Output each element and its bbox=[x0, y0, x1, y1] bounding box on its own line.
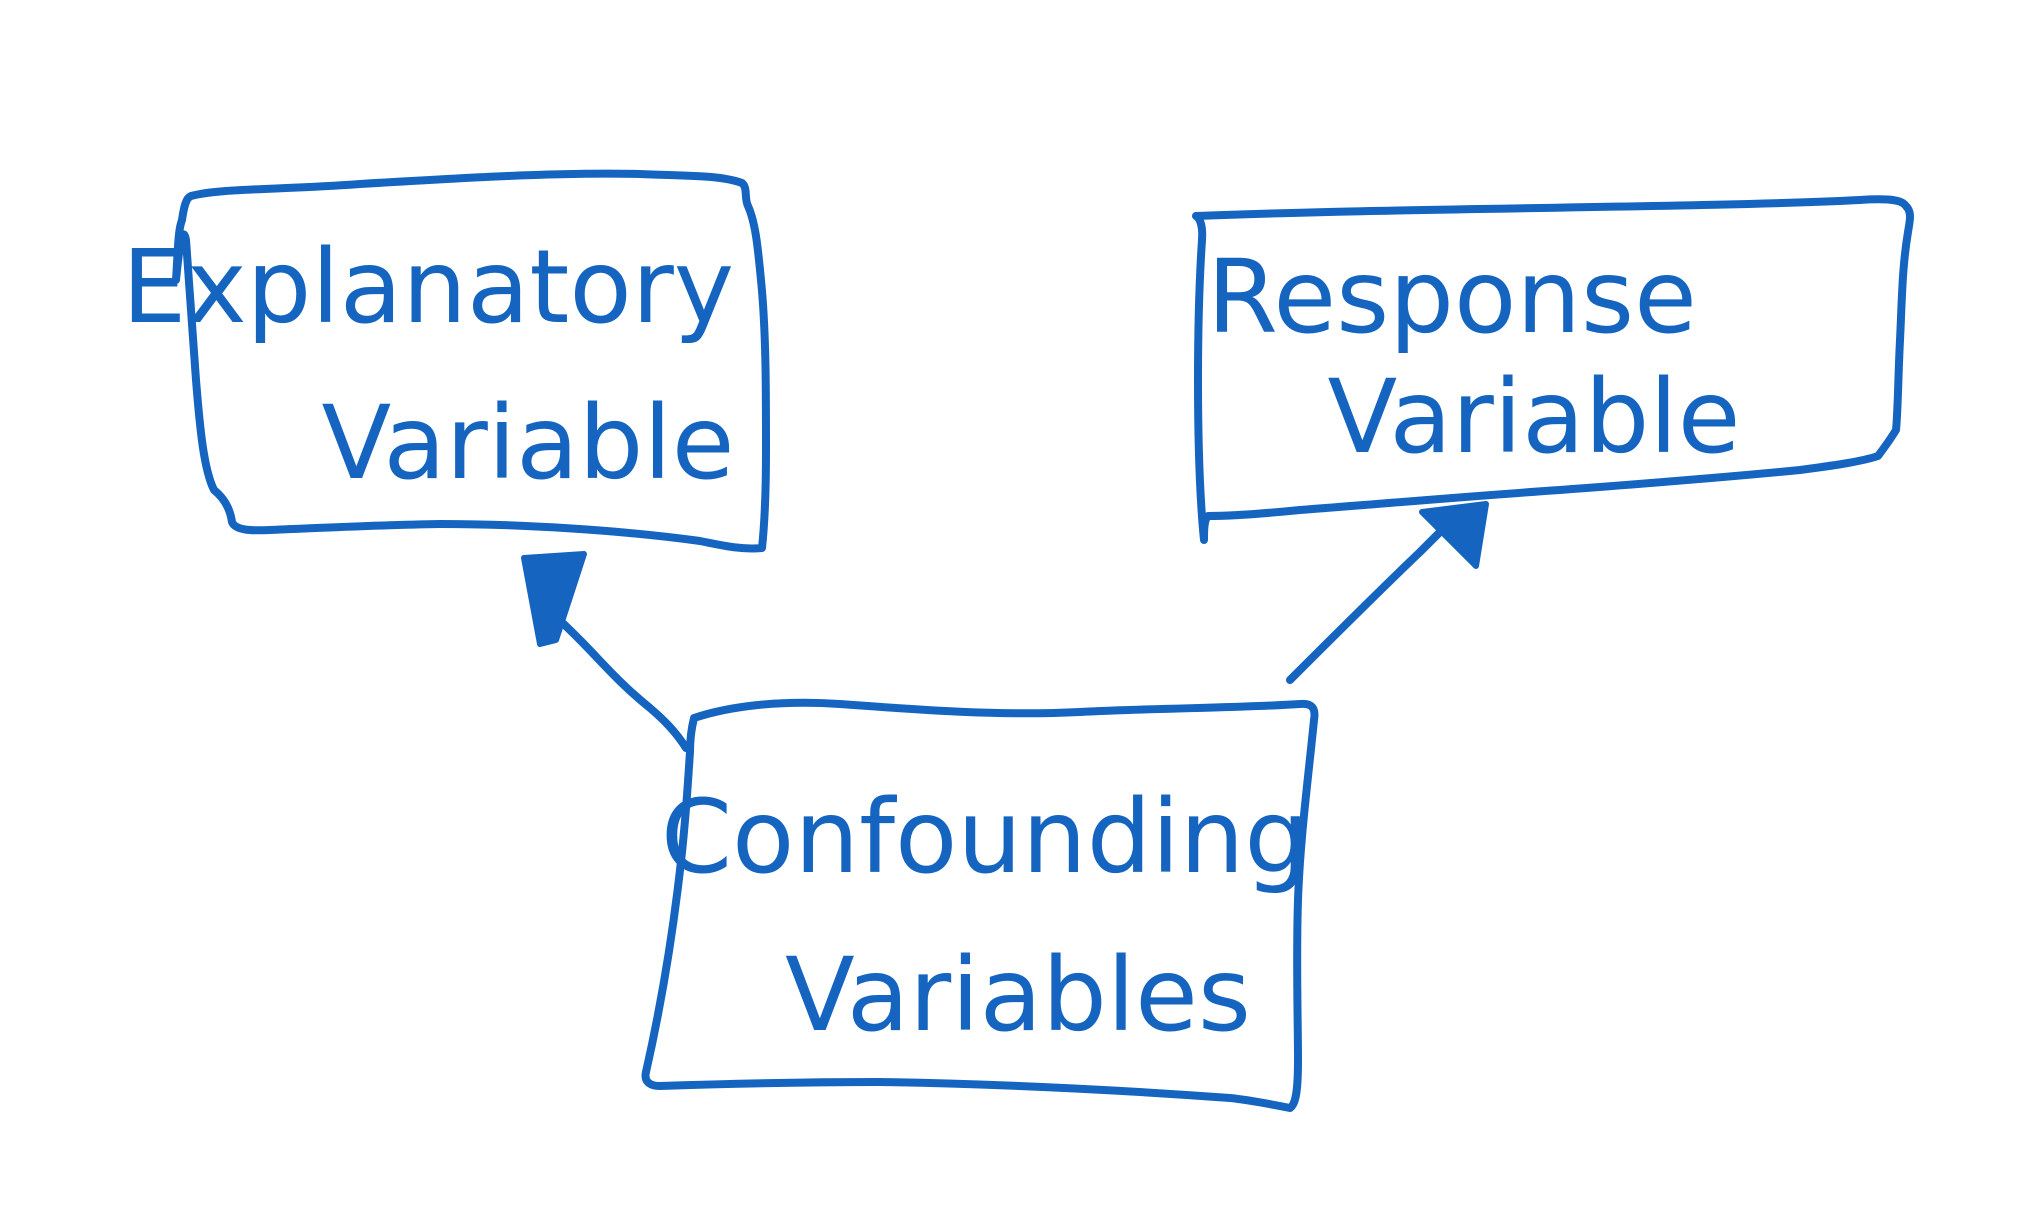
edge-confounding-to-response bbox=[1286, 501, 1489, 684]
response-label-line2: Variable bbox=[1328, 358, 1741, 477]
confounding-to-explanatory-line bbox=[542, 606, 690, 752]
node-confounding: Confounding Variables bbox=[641, 698, 1319, 1112]
node-explanatory: Explanatory Variable bbox=[122, 169, 770, 553]
confounding-to-explanatory-arrowhead bbox=[521, 551, 587, 647]
explanatory-label-line2: Variable bbox=[322, 384, 735, 503]
confounding-label-line2: Variables bbox=[785, 936, 1251, 1055]
confounding-to-response-line bbox=[1286, 514, 1458, 684]
confounding-box-outline bbox=[641, 698, 1319, 1112]
edge-confounding-to-explanatory bbox=[521, 551, 690, 752]
node-response: Response Variable bbox=[1192, 195, 1914, 544]
explanatory-label-line1: Explanatory bbox=[122, 228, 734, 347]
response-box-outline bbox=[1192, 195, 1914, 544]
confounding-label-line1: Confounding bbox=[661, 778, 1309, 897]
explanatory-box-outline bbox=[172, 169, 770, 553]
confounding-to-response-arrowhead bbox=[1419, 501, 1489, 569]
response-label-line1: Response bbox=[1207, 238, 1697, 357]
